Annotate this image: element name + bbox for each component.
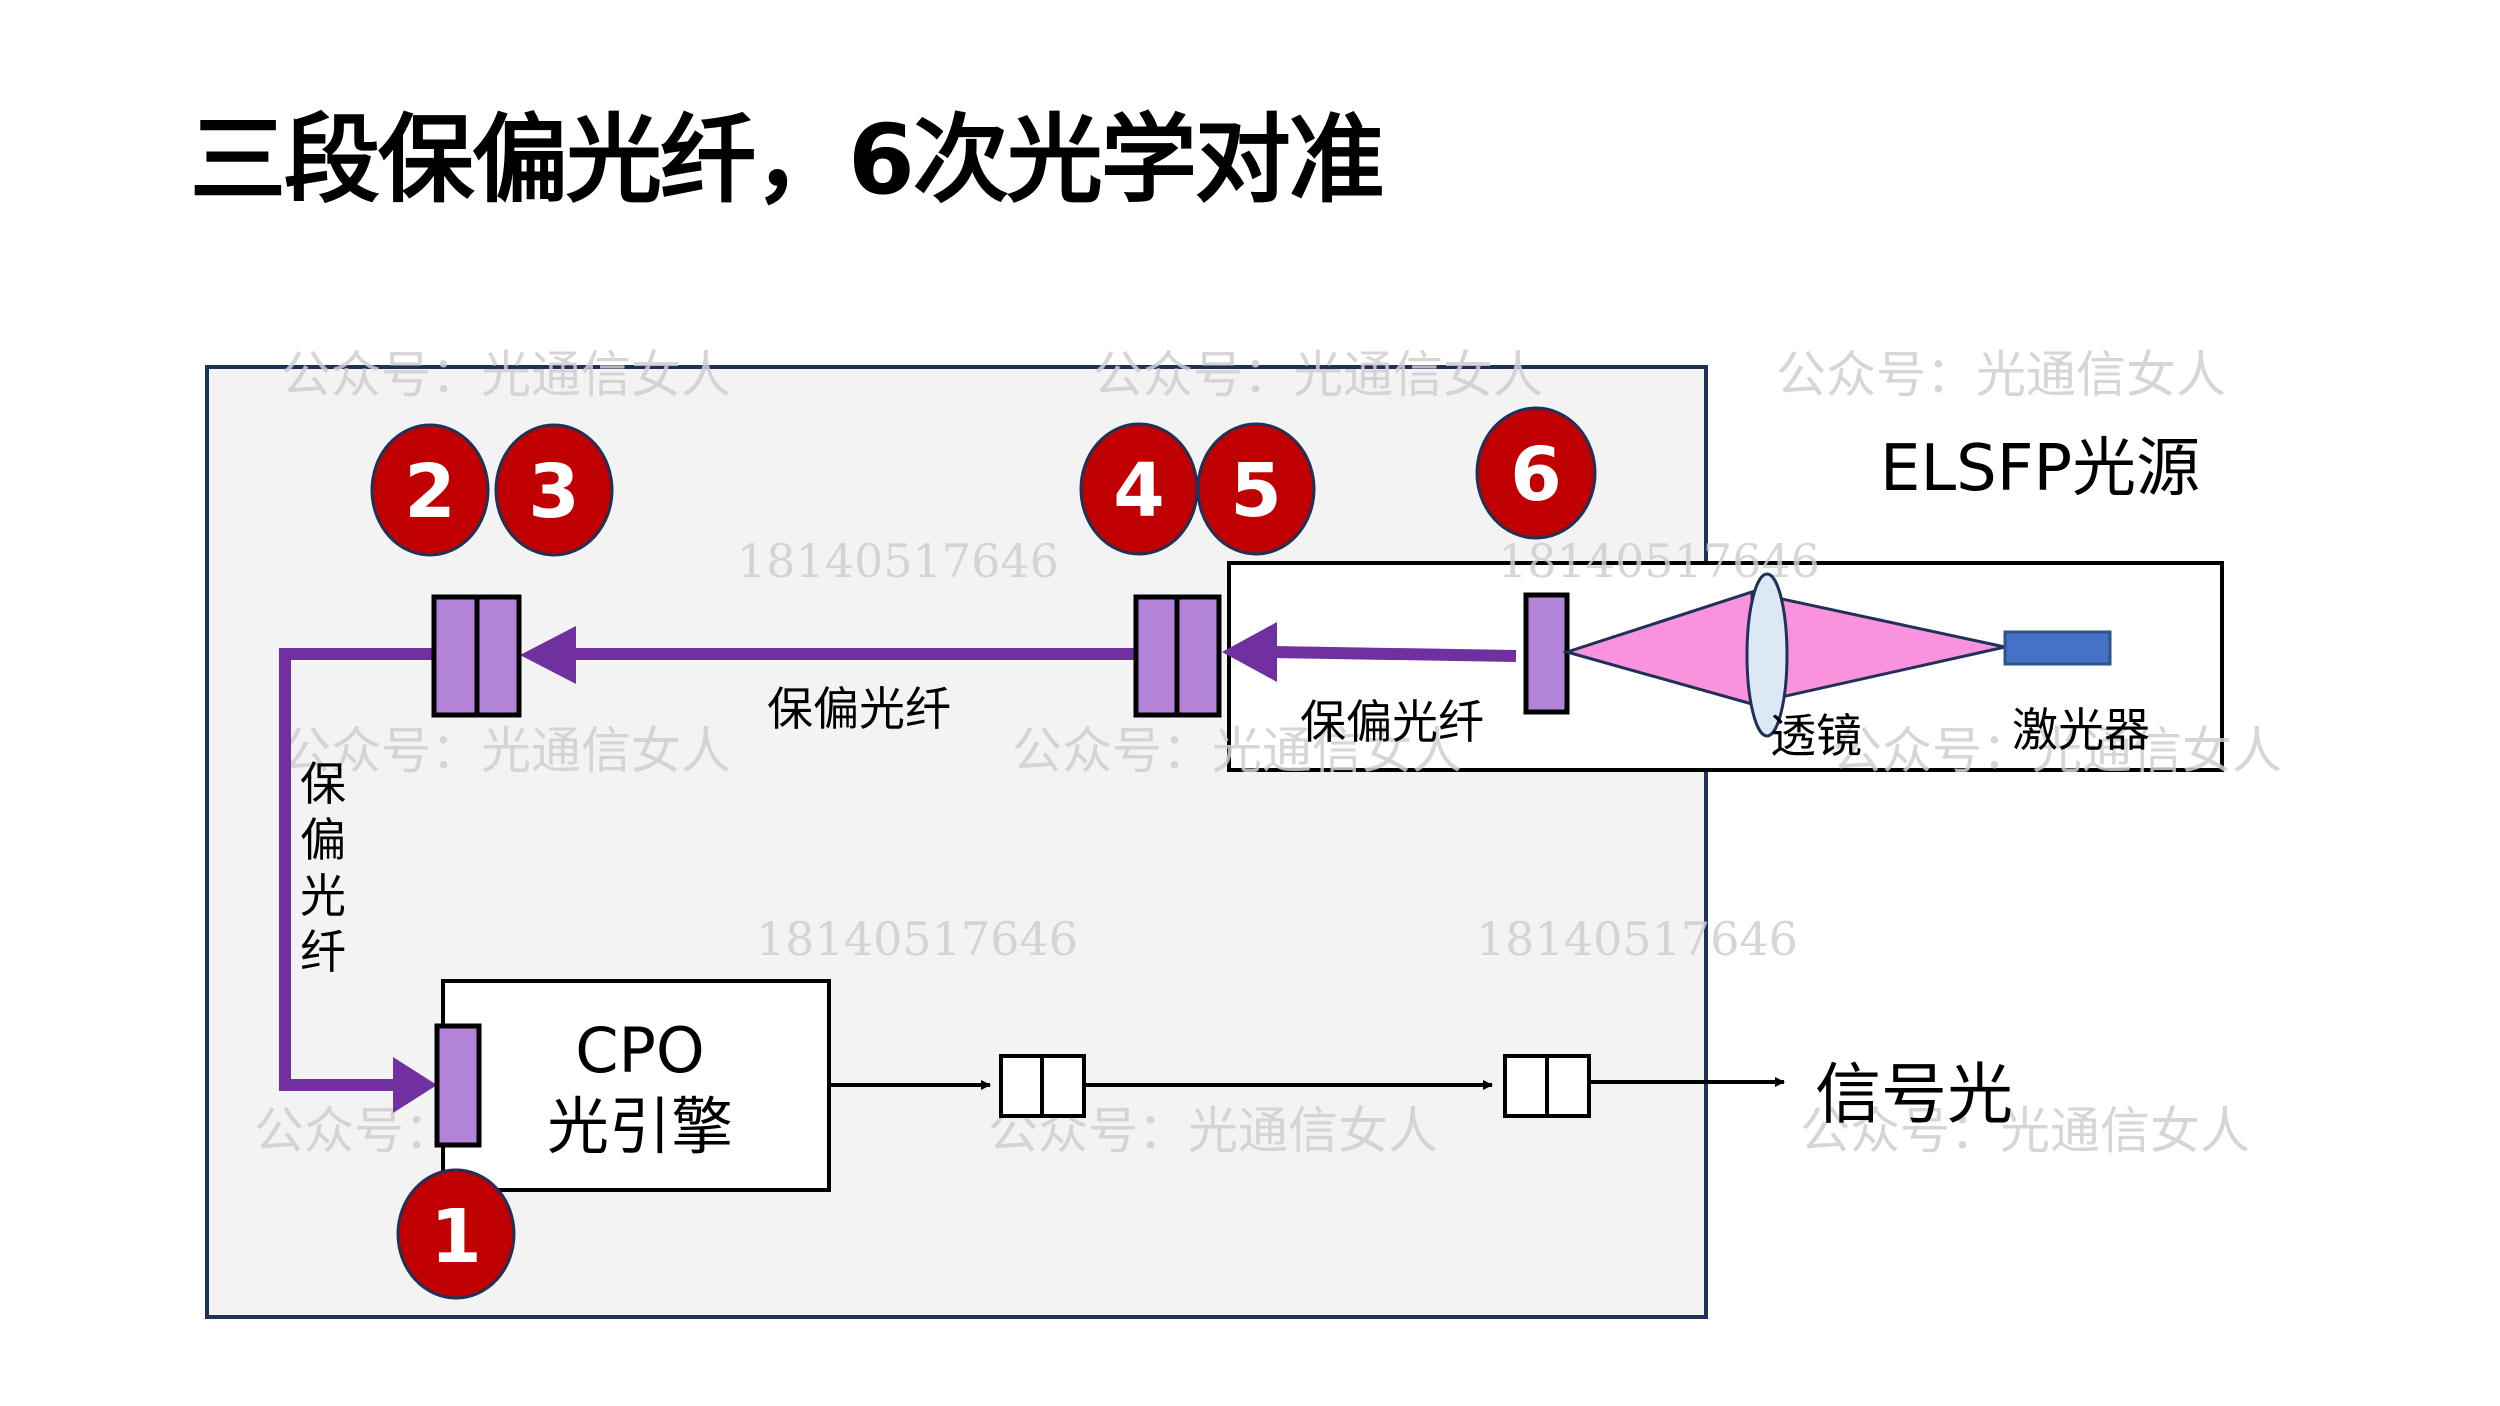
pm-fiber-vertical-label-char: 纤	[300, 925, 346, 979]
pm-fiber-vertical-label-char: 保	[300, 757, 346, 811]
pm-fiber-vertical-label-char: 光	[300, 869, 346, 923]
connector-4-5-left	[1133, 594, 1180, 718]
watermark-account: 公众号：光通信女人	[1776, 346, 2226, 404]
arrow-head-into-cpo	[393, 1057, 437, 1113]
watermark-phone: 18140517646	[756, 912, 1078, 966]
cpo-label-line1: CPO	[575, 1014, 704, 1087]
svg-text:2: 2	[404, 449, 456, 535]
svg-text:1: 1	[430, 1194, 482, 1280]
watermark-account: 公众号：光通信女人	[1093, 346, 1543, 404]
cpo-collimator	[434, 1023, 482, 1148]
badge-5: 5	[1196, 422, 1316, 556]
pm-fiber-top-label: 保偏光纤	[767, 682, 951, 736]
svg-text:3: 3	[528, 449, 580, 535]
elsfp-source-label: ELSFP光源	[1880, 432, 2200, 506]
watermark-phone: 18140517646	[737, 534, 1059, 588]
pm-fiber-source-line	[1271, 646, 1517, 662]
svg-text:5: 5	[1230, 448, 1282, 534]
watermark-account: 公众号：光通信女人	[1012, 722, 1462, 780]
badge-4: 4	[1079, 422, 1199, 556]
lens-label: 透镜	[1770, 709, 1862, 763]
watermark-phone: 18140517646	[1476, 912, 1798, 966]
cpo-label-line2: 光引擎	[547, 1090, 733, 1163]
badge-6: 6	[1475, 406, 1597, 540]
svg-text:6: 6	[1510, 432, 1562, 518]
badge-2: 2	[370, 423, 490, 557]
pm-fiber-source-label: 保偏光纤	[1300, 695, 1484, 749]
connector-2-3-right	[474, 594, 522, 718]
laser-icon	[2003, 630, 2112, 666]
svg-text:4: 4	[1113, 448, 1165, 534]
page-title: 三段保偏光纤，6次光学对准	[190, 104, 1385, 216]
connector-2-3-left	[431, 594, 480, 718]
watermark-account: 公众号：光通信女人	[1832, 722, 2282, 780]
badge-3: 3	[494, 423, 614, 557]
signal-light-label: 信号光	[1815, 1056, 2013, 1133]
source-collimator	[1523, 592, 1570, 715]
watermark-account: 公众号：光通信女人	[281, 346, 731, 404]
pm-fiber-vertical-label-char: 偏	[300, 813, 346, 867]
arrow-head-into-connector-45	[1222, 622, 1277, 682]
laser-label: 激光器	[2012, 703, 2150, 757]
watermark-account: 公众号：光通信女人	[1800, 1102, 2250, 1160]
connector-4-5-right	[1174, 594, 1222, 718]
arrow-head-into-connector-23	[520, 626, 576, 684]
cpo-engine-box	[441, 979, 831, 1192]
lens-icon	[1745, 572, 1789, 738]
pm-fiber-left-path	[279, 648, 434, 1091]
badge-1: 1	[396, 1168, 516, 1300]
watermark-account: 公众号：光通信女人	[281, 722, 731, 780]
